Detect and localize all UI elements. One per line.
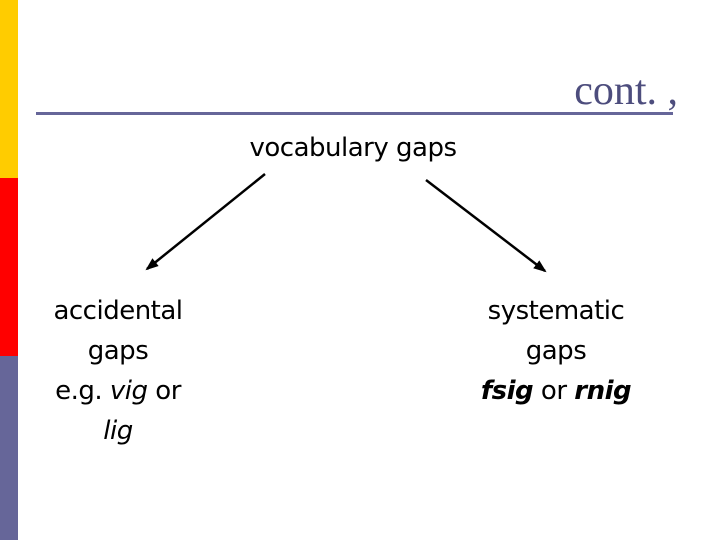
- left-branch-line1: accidental: [53, 296, 183, 326]
- left-edge-bar: [0, 0, 18, 540]
- left-branch-line4-italic-word: lig: [103, 416, 133, 446]
- slide-title: cont. ,: [574, 68, 678, 114]
- right-branch-arrow: [425, 179, 547, 273]
- left-branch-arrow: [145, 173, 266, 271]
- right-branch-line3-bold-word-2: rnig: [574, 376, 632, 406]
- left-branch-line3-suffix: or: [147, 376, 181, 406]
- right-branch-line2: gaps: [525, 336, 587, 366]
- left-branch-line2: gaps: [87, 336, 149, 366]
- left-branch-text: accidental gaps e.g. vig or lig: [12, 291, 224, 451]
- edge-bar-slate-segment: [0, 356, 18, 540]
- right-branch-line3-connector: or: [533, 376, 575, 406]
- left-branch-line3-prefix: e.g.: [55, 376, 110, 406]
- right-branch-line1: systematic: [487, 296, 625, 326]
- title-underline-rule: [36, 112, 673, 115]
- left-branch-line3-italic-word: vig: [109, 376, 148, 406]
- edge-bar-yellow-segment: [0, 0, 18, 178]
- right-branch-line3: fsig or rnig: [450, 371, 662, 411]
- edge-bar-red-segment: [0, 178, 18, 356]
- diagram-root-label: vocabulary gaps: [249, 133, 458, 163]
- right-branch-text: systematic gaps fsig or rnig: [450, 291, 662, 411]
- right-branch-line3-bold-word-1: fsig: [480, 376, 534, 406]
- left-branch-line3: e.g. vig or: [12, 371, 224, 411]
